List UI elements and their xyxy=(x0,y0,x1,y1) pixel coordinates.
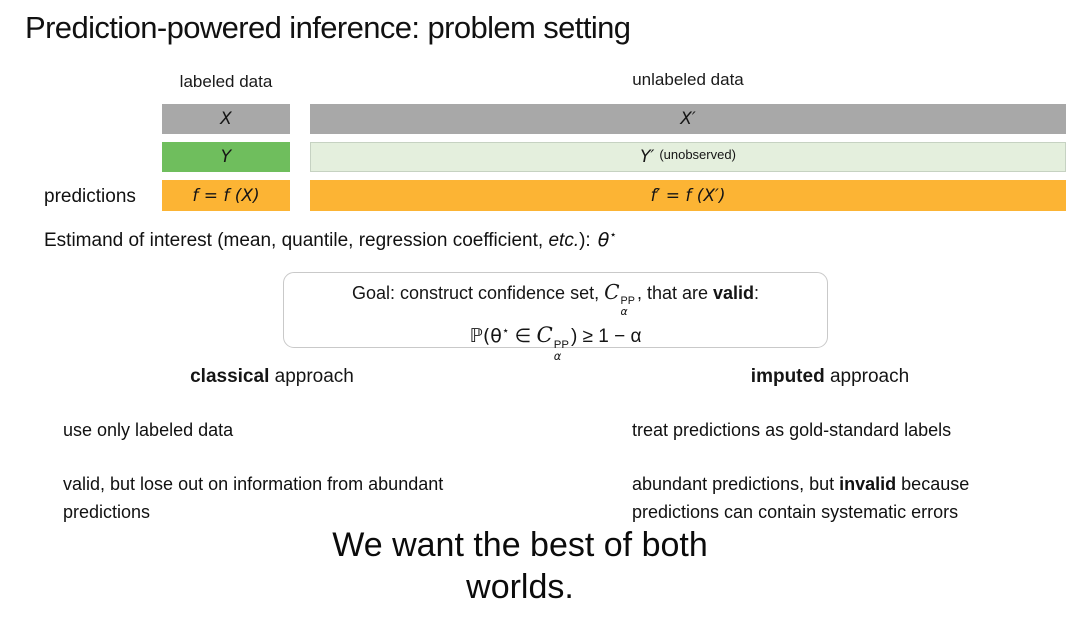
imputed-approach-heading: imputed approach xyxy=(690,366,970,388)
goal-text-pre: Goal: construct confidence set, xyxy=(351,283,605,303)
page-title: Prediction-powered inference: problem se… xyxy=(25,10,631,45)
unobserved-note: (unobserved) xyxy=(659,146,736,162)
bar-unlabeled-x: X′ xyxy=(310,104,1066,134)
estimand-close: ): xyxy=(579,230,591,251)
goal-text-mid: , that are xyxy=(636,283,713,303)
estimand-etc: etc. xyxy=(548,230,580,251)
imputed-point-2-post: because predictions can contain systemat… xyxy=(632,474,970,522)
bar-labeled-predictions-label: f = f (X) xyxy=(192,185,260,206)
formula-set-sub: α xyxy=(553,349,562,364)
formula-close: ) ≥ 1 − α xyxy=(570,325,642,347)
invalid-keyword: invalid xyxy=(839,474,897,494)
element-of: ∈ xyxy=(509,325,537,347)
bar-labeled-y-label: Y xyxy=(220,147,232,167)
bar-unlabeled-y-label: Y′ xyxy=(640,147,655,167)
imputed-point-1: treat predictions as gold-standard label… xyxy=(632,420,952,440)
classical-approach-heading: classical approach xyxy=(132,366,412,388)
valid-keyword: valid xyxy=(712,283,755,303)
conclusion-text: We want the best of both worlds. xyxy=(332,526,708,607)
bar-labeled-predictions: f = f (X) xyxy=(162,180,290,211)
confidence-set-sub: α xyxy=(620,305,628,319)
estimand-text: Estimand of interest (mean, quantile, re… xyxy=(44,230,549,251)
goal-text-end: : xyxy=(754,283,760,303)
formula-theta-star: ⋆ xyxy=(501,323,510,338)
estimand-line: Estimand of interest (mean, quantile, re… xyxy=(44,229,617,252)
imputed-point-2-pre: abundant predictions, but xyxy=(632,474,840,494)
classical-point-2: valid, but lose out on information from … xyxy=(63,474,444,522)
unlabeled-data-header: unlabeled data xyxy=(632,70,744,89)
imputed-heading-rest: approach xyxy=(824,366,910,387)
bar-unlabeled-x-label: X′ xyxy=(680,109,696,129)
bar-unlabeled-predictions-label: f′ = f (X′) xyxy=(650,185,726,206)
labeled-data-header: labeled data xyxy=(179,72,273,91)
bar-unlabeled-predictions: f′ = f (X′) xyxy=(310,180,1066,211)
classical-point-1: use only labeled data xyxy=(63,420,234,440)
bar-labeled-y: Y xyxy=(162,142,290,172)
confidence-set-sup: PP xyxy=(620,295,635,308)
theta-star: ⋆ xyxy=(609,227,617,242)
formula-set-symbol: C xyxy=(536,322,553,348)
bar-labeled-x-label: X xyxy=(220,109,232,129)
classical-keyword: classical xyxy=(190,366,270,387)
probability-symbol: ℙ(θ xyxy=(469,324,502,347)
bar-labeled-x: X xyxy=(162,104,290,134)
imputed-point-2: abundant predictions, but invalid becaus… xyxy=(632,471,1052,527)
imputed-keyword: imputed xyxy=(750,366,825,387)
bar-unlabeled-y: Y′ (unobserved) xyxy=(310,142,1066,172)
predictions-row-label: predictions xyxy=(44,186,136,207)
theta-symbol: θ xyxy=(597,229,610,251)
classical-heading-rest: approach xyxy=(269,366,354,387)
confidence-set-symbol: C xyxy=(604,280,620,304)
formula-set-sup: PP xyxy=(553,338,569,351)
